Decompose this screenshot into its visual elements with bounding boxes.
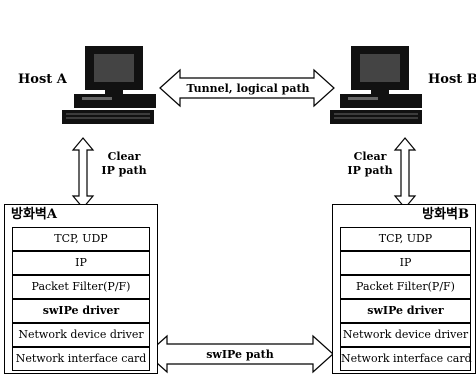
clear-path-arrow-b	[393, 137, 417, 209]
host-b-label: Host B	[428, 72, 476, 87]
clear-path-label-b: Clear IP path	[342, 150, 398, 178]
firewall-a-title: 방화벽A	[11, 207, 57, 222]
layer-network-interface-card: Network interface card	[12, 347, 150, 371]
layer-swipe-driver: swIPe driver	[12, 299, 150, 323]
firewall-b-title: 방화벽B	[422, 207, 469, 222]
clear-path-b-line2: IP path	[347, 164, 393, 177]
firewall-a-stack: 방화벽A TCP, UDP IP Packet Filter(P/F) swIP…	[4, 204, 158, 374]
layer-tcp-udp: TCP, UDP	[340, 227, 471, 251]
tunnel-label: Tunnel, logical path	[186, 82, 310, 95]
layer-network-interface-card: Network interface card	[340, 347, 472, 371]
clear-path-arrow-a	[71, 137, 95, 209]
layer-swipe-driver: swIPe driver	[340, 299, 471, 323]
layer-tcp-udp: TCP, UDP	[12, 227, 150, 251]
clear-path-b-line1: Clear	[353, 150, 387, 163]
layer-ip: IP	[12, 251, 150, 275]
layer-ip: IP	[340, 251, 471, 275]
computer-b	[330, 46, 422, 124]
clear-path-label-a: Clear IP path	[96, 150, 152, 178]
host-a-label: Host A	[18, 72, 67, 87]
layer-network-device-driver: Network device driver	[12, 323, 150, 347]
firewall-b-stack: 방화벽B TCP, UDP IP Packet Filter(P/F) swIP…	[332, 204, 476, 374]
layer-packet-filter: Packet Filter(P/F)	[340, 275, 471, 299]
clear-path-a-line2: IP path	[101, 164, 147, 177]
swipe-path-label: swIPe path	[206, 348, 274, 361]
computer-a	[62, 46, 156, 124]
layer-network-device-driver: Network device driver	[340, 323, 471, 347]
clear-path-a-line1: Clear	[107, 150, 141, 163]
layer-packet-filter: Packet Filter(P/F)	[12, 275, 150, 299]
